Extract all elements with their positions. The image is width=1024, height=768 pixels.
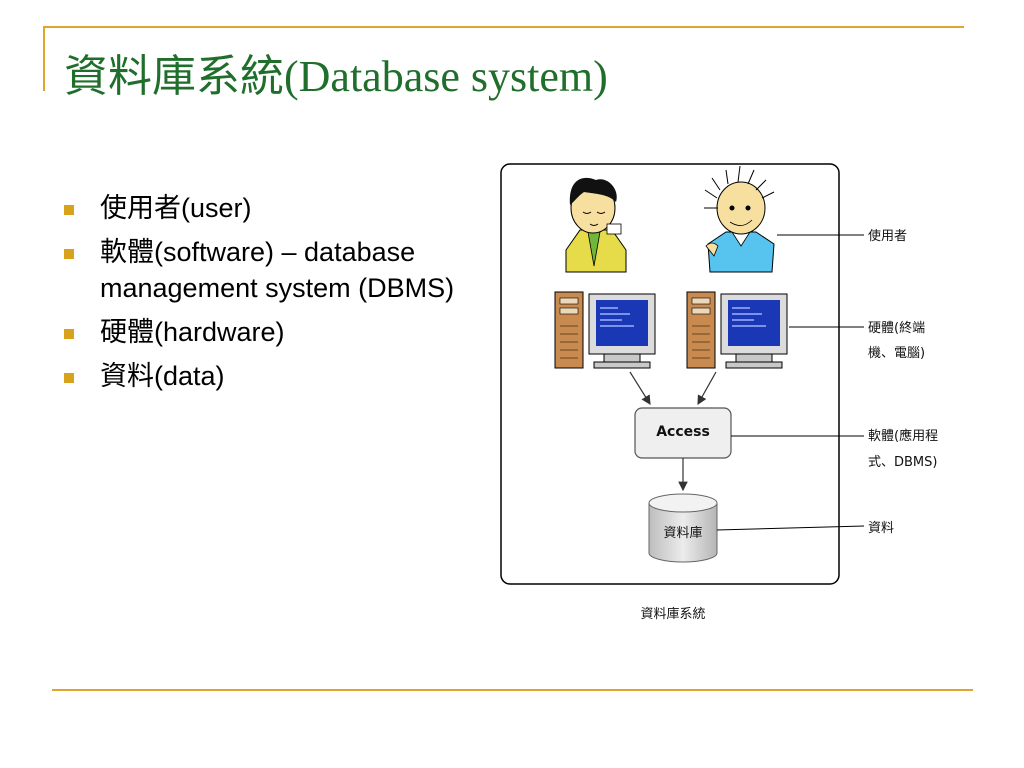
bullet-item-data: 資料(data): [62, 358, 492, 394]
label-hardware-line1: 硬體(終端: [868, 320, 925, 336]
arrow-computer2-to-access: [697, 371, 717, 406]
computer-icon: [686, 291, 788, 369]
label-data: 資料: [868, 521, 894, 536]
bullet-text: 軟體(software) – database management syste…: [100, 237, 455, 303]
bullet-marker: [64, 205, 74, 215]
bullet-marker: [64, 373, 74, 383]
connector-data: [716, 525, 865, 531]
bullet-item-user: 使用者(user): [62, 190, 492, 226]
top-accent-line: [43, 26, 964, 28]
slide-title: 資料庫系統(Database system): [64, 52, 608, 101]
computer-icon: [554, 291, 656, 369]
database-cylinder: 資料庫: [648, 493, 718, 563]
diagram-caption: 資料庫系統: [640, 607, 705, 622]
label-software-line2: 式、DBMS): [868, 455, 937, 470]
user-icon: [565, 177, 627, 273]
label-software-line1: 軟體(應用程: [868, 428, 938, 444]
bullet-item-hardware: 硬體(hardware): [62, 314, 492, 350]
left-accent-line: [43, 27, 45, 91]
arrow-computer1-to-access: [629, 371, 651, 406]
database-system-diagram: Access 資料庫 使用者 硬體(終端 機、電腦) 軟體(應用程 式、DBMS…: [500, 163, 938, 622]
bullet-text: 使用者(user): [100, 193, 252, 223]
label-users: 使用者: [868, 228, 907, 244]
user-icon: [704, 165, 775, 273]
bullet-marker: [64, 329, 74, 339]
bullet-marker: [64, 249, 74, 259]
bullet-list: 使用者(user) 軟體(software) – database manage…: [62, 190, 492, 402]
bullet-item-software: 軟體(software) – database management syste…: [62, 234, 492, 306]
label-hardware-line2: 機、電腦): [868, 346, 925, 361]
bullet-text: 硬體(hardware): [100, 317, 285, 347]
bottom-accent-line: [52, 689, 973, 691]
database-label: 資料庫: [663, 526, 702, 541]
bullet-text: 資料(data): [100, 361, 225, 391]
access-label: Access: [656, 424, 710, 440]
